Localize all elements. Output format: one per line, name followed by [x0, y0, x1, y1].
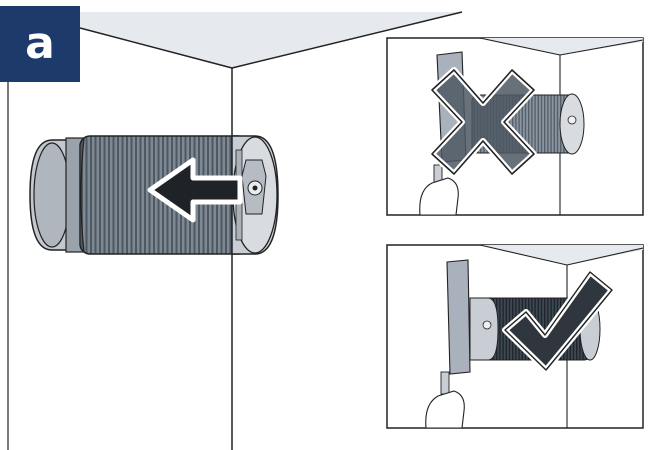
arrow-left-icon — [147, 157, 243, 223]
inset-incorrect — [386, 37, 644, 216]
back-cap — [29, 137, 85, 253]
ceiling — [80, 12, 462, 68]
ceiling-edge-left — [79, 27, 233, 69]
duct-fitting — [231, 135, 279, 255]
cross-icon — [429, 67, 537, 177]
check-icon — [502, 269, 615, 373]
step-badge: a — [0, 6, 80, 82]
main-scene — [7, 11, 463, 450]
step-label: a — [25, 18, 55, 69]
ceiling-edge-right — [231, 11, 463, 69]
inset-correct — [386, 244, 644, 429]
